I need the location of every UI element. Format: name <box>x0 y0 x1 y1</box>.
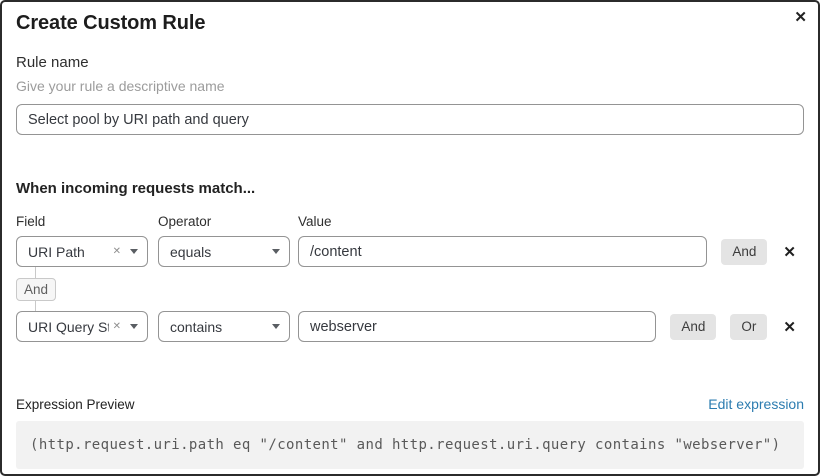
remove-condition-icon[interactable]: ✕ <box>783 318 796 336</box>
field-column-label: Field <box>16 214 46 229</box>
chevron-down-icon[interactable] <box>272 249 280 254</box>
and-button[interactable]: And <box>670 313 717 340</box>
field-select-value: URI Path <box>28 243 85 260</box>
value-column-label: Value <box>298 214 332 229</box>
value-input[interactable] <box>298 311 657 342</box>
or-button[interactable]: Or <box>730 313 768 340</box>
match-section-heading: When incoming requests match... <box>16 180 256 197</box>
condition-row: URI Path ✕ equals And ✕ <box>16 236 804 267</box>
operator-select[interactable]: contains <box>158 311 290 342</box>
remove-condition-icon[interactable]: ✕ <box>783 243 796 261</box>
value-input[interactable] <box>298 236 708 267</box>
condition-row: URI Query St... ✕ contains And Or ✕ <box>16 311 804 342</box>
close-icon[interactable]: ✕ <box>794 9 807 26</box>
dialog-title: Create Custom Rule <box>16 12 206 34</box>
chevron-down-icon[interactable] <box>272 324 280 329</box>
rule-name-input[interactable] <box>16 104 804 135</box>
chevron-down-icon[interactable] <box>130 324 138 329</box>
rule-name-label: Rule name <box>16 54 89 71</box>
and-button[interactable]: And <box>721 238 768 265</box>
field-select-value: URI Query St... <box>28 318 109 335</box>
clear-icon[interactable]: ✕ <box>112 321 121 332</box>
clear-icon[interactable]: ✕ <box>112 246 121 257</box>
column-headers: Field Operator Value <box>16 214 804 229</box>
expression-preview-header: Expression Preview Edit expression <box>16 396 804 412</box>
chevron-down-icon[interactable] <box>130 249 138 254</box>
operator-select-value: contains <box>170 318 223 335</box>
operator-column-label: Operator <box>158 214 212 229</box>
condition-connector: And <box>16 267 804 311</box>
expression-preview-label: Expression Preview <box>16 396 135 412</box>
field-select[interactable]: URI Query St... ✕ <box>16 311 148 342</box>
rule-name-helper-text: Give your rule a descriptive name <box>16 78 225 94</box>
field-select[interactable]: URI Path ✕ <box>16 236 148 267</box>
operator-select-value: equals <box>170 243 212 260</box>
connector-and-badge: And <box>16 277 57 301</box>
edit-expression-link[interactable]: Edit expression <box>708 396 804 412</box>
operator-select[interactable]: equals <box>158 236 290 267</box>
expression-code-block: (http.request.uri.path eq "/content" and… <box>16 421 804 469</box>
